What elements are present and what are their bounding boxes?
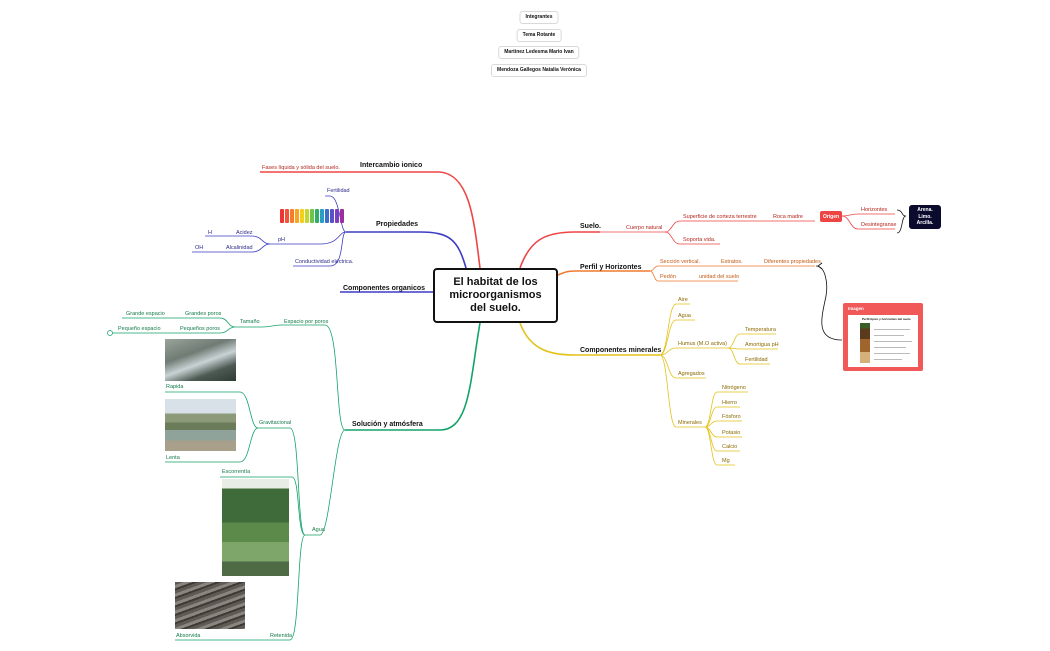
node-alcalinidad[interactable]: Alcalinidad bbox=[226, 245, 253, 251]
node-seccion-vertical[interactable]: Sección vertical. bbox=[660, 259, 701, 265]
header-box-integrantes[interactable]: Integrantes bbox=[519, 11, 559, 24]
node-minerales[interactable]: Minerales bbox=[678, 420, 702, 426]
branch-componentes-organicos[interactable]: Componentes organicos bbox=[343, 285, 426, 292]
node-absorvida[interactable]: Absorvida bbox=[176, 633, 201, 639]
node-retenida[interactable]: Retenida bbox=[270, 633, 293, 639]
node-acidez[interactable]: Acidez bbox=[236, 230, 253, 236]
node-agua-solucion[interactable]: Agua bbox=[312, 527, 325, 533]
branch-componentes-minerales[interactable]: Componentes minerales bbox=[580, 347, 662, 354]
node-horizontes[interactable]: Horizontes bbox=[861, 207, 888, 213]
node-conductividad[interactable]: Conductividad eléctrica. bbox=[295, 259, 354, 265]
branch-propiedades[interactable]: Propiedades bbox=[376, 221, 419, 228]
node-gravitacional[interactable]: Gravitacional bbox=[259, 420, 292, 426]
node-aire[interactable]: Aire bbox=[678, 297, 688, 303]
node-pequenos-poros[interactable]: Pequeños poros bbox=[180, 326, 221, 332]
branch-solucion-atmosfera[interactable]: Solución y atmósfera bbox=[352, 421, 423, 428]
node-pequeno-espacio[interactable]: Pequeño espacio bbox=[118, 326, 161, 332]
node-fases-liquida-solida[interactable]: Fases líquida y sólida del suelo. bbox=[262, 165, 340, 171]
ph-scale-image bbox=[278, 205, 346, 229]
header-box-member-2[interactable]: Mendoza Gallegos Natalia Verónica bbox=[491, 64, 587, 77]
node-soporta-vida[interactable]: Soporta vida. bbox=[683, 237, 716, 243]
soil-layers-graphic bbox=[860, 323, 870, 363]
node-origen[interactable]: Origen bbox=[820, 211, 842, 222]
header-box-tema[interactable]: Tema Rotante bbox=[516, 29, 562, 42]
branch-perfil-horizontes[interactable]: Perfil y Horizontes bbox=[580, 264, 642, 271]
photo-muddy-soil bbox=[175, 582, 245, 629]
node-mg[interactable]: Mg bbox=[722, 458, 730, 464]
label-arena: Arena. bbox=[917, 207, 933, 214]
node-potasio[interactable]: Potasio bbox=[722, 430, 741, 436]
node-espacio-por-poros[interactable]: Espacio por poros bbox=[284, 319, 329, 325]
node-unidad-suelo[interactable]: unidad del suelo bbox=[699, 274, 740, 280]
node-pedon[interactable]: Pedón bbox=[660, 274, 676, 280]
node-fertilidad[interactable]: Fertilidad bbox=[327, 188, 350, 194]
node-ph[interactable]: pH bbox=[278, 237, 286, 243]
node-calcio[interactable]: Calcio bbox=[722, 444, 738, 450]
photo-runoff-field bbox=[222, 479, 289, 576]
central-topic[interactable]: El habitat de los microorganismos del su… bbox=[433, 268, 558, 323]
label-arcilla: Arcilla. bbox=[916, 220, 934, 227]
label-limo: Limo. bbox=[918, 213, 932, 220]
image-card-soil-profile[interactable]: Imagen Perfil típico y horizontes del su… bbox=[843, 303, 923, 371]
node-fertilidad-minerales[interactable]: Fertilidad bbox=[745, 357, 768, 363]
node-desintegranse[interactable]: Desintegranse bbox=[861, 222, 897, 228]
node-agregados[interactable]: Agregados bbox=[678, 371, 705, 377]
photo-river bbox=[165, 399, 236, 451]
node-lenta[interactable]: Lenta bbox=[166, 455, 180, 461]
node-oh[interactable]: OH bbox=[195, 245, 204, 251]
soil-profile-image: Perfil típico y horizontes del suelo bbox=[848, 315, 918, 367]
origen-label: Origen bbox=[822, 213, 840, 220]
node-fosforo[interactable]: Fósforo bbox=[722, 414, 741, 420]
node-rapida[interactable]: Rapida bbox=[166, 384, 184, 390]
node-estratos[interactable]: Estratos. bbox=[721, 259, 743, 265]
node-tamano[interactable]: Tamaño bbox=[240, 319, 260, 325]
branch-intercambio-ionico[interactable]: Intercambio ionico bbox=[360, 162, 423, 169]
node-diferentes-propiedades[interactable]: Diferentes propiedades. bbox=[764, 259, 823, 265]
image-card-caption: Imagen bbox=[848, 306, 864, 311]
soil-profile-title: Perfil típico y horizontes del suelo bbox=[862, 317, 911, 321]
node-arena-limo-arcilla[interactable]: Arena. Limo. Arcilla. bbox=[909, 205, 941, 229]
node-hierro[interactable]: Hierro bbox=[722, 400, 737, 406]
node-humus[interactable]: Humus (M.O activa) bbox=[678, 341, 727, 347]
node-amortigua-ph[interactable]: Amortigua pH bbox=[745, 342, 779, 348]
node-cuerpo-natural[interactable]: Cuerpo natural bbox=[626, 225, 663, 231]
node-agua-minerales[interactable]: Agua bbox=[678, 313, 691, 319]
node-roca-madre[interactable]: Roca madre bbox=[773, 214, 803, 220]
node-escorrentia[interactable]: Escorrentía bbox=[222, 469, 251, 475]
header-box-member-1[interactable]: Martinez Ledesma Mario Ivan bbox=[498, 46, 580, 59]
node-superficie-corteza[interactable]: Superficie de corteza terrestre bbox=[683, 214, 757, 220]
branch-suelo[interactable]: Suelo. bbox=[580, 223, 602, 230]
node-grande-espacio[interactable]: Grande espacio bbox=[126, 311, 165, 317]
node-h[interactable]: H bbox=[208, 230, 212, 236]
node-grandes-poros[interactable]: Grandes poros bbox=[185, 311, 222, 317]
node-nitrogeno[interactable]: Nitrógeno bbox=[722, 385, 746, 391]
node-temperatura[interactable]: Temperatura bbox=[745, 327, 776, 333]
photo-rapids bbox=[165, 339, 236, 381]
